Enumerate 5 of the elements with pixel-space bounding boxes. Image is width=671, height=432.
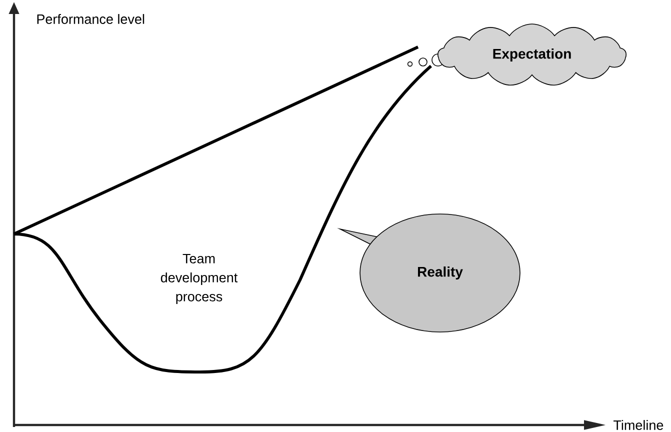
curve-label: Team development process (160, 254, 238, 304)
axis-label: Performance level (37, 14, 144, 24)
axis-label: Timeline (614, 420, 664, 430)
speech-bubble: Reality (337, 214, 520, 332)
cloud: Expectation (438, 24, 627, 86)
